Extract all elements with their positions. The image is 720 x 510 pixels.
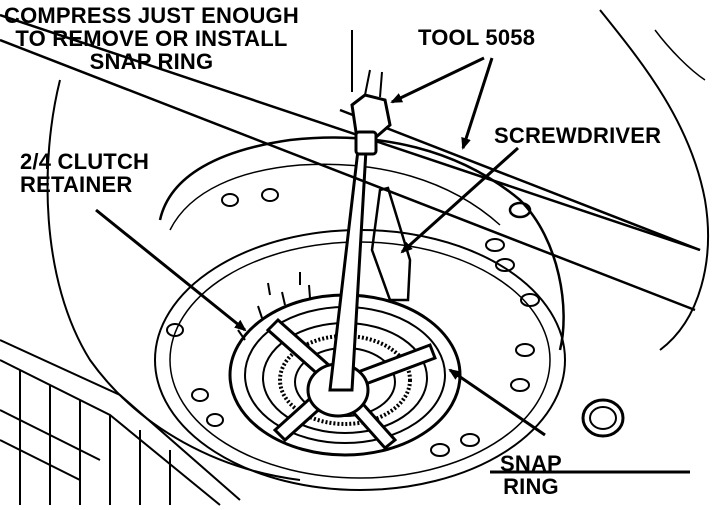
callout-snap-ring: SNAP RING: [500, 452, 562, 498]
tool-5058-rod: [328, 148, 368, 392]
callout-compress-line1: COMPRESS JUST ENOUGH: [4, 3, 299, 28]
arrow-retainer: [95, 208, 247, 332]
compressor-arms: [265, 317, 437, 451]
callout-tool-label: TOOL 5058: [418, 25, 536, 50]
tool-hex-nut: [350, 69, 392, 156]
callout-compress-line3: SNAP RING: [89, 49, 214, 74]
arrow-tool-to-nut: [390, 56, 485, 104]
arrow-tool-to-bar: [461, 57, 494, 150]
callout-retainer: 2/4 CLUTCH RETAINER: [20, 150, 149, 196]
arrow-screwdriver: [400, 146, 520, 254]
callout-arrows: [95, 30, 546, 437]
callout-compress-line2: TO REMOVE OR INSTALL: [15, 26, 288, 51]
callout-tool: TOOL 5058: [418, 26, 535, 49]
callout-snap-ring-line1: SNAP: [500, 451, 562, 476]
case-plug: [581, 398, 625, 438]
callout-snap-ring-line2: RING: [503, 474, 559, 499]
oil-pan-grid: [0, 339, 241, 506]
callout-screwdriver-label: SCREWDRIVER: [494, 123, 662, 148]
callout-retainer-line2: RETAINER: [20, 172, 133, 197]
callout-retainer-line1: 2/4 CLUTCH: [20, 149, 150, 174]
transmission-case: [46, 9, 709, 491]
screwdriver-shaft: [370, 186, 412, 302]
arrow-snap-ring: [448, 368, 546, 437]
callout-screwdriver: SCREWDRIVER: [494, 124, 661, 147]
case-bolt-holes: [166, 188, 540, 457]
tool-bridge-bar: [0, 13, 701, 312]
callout-compress: COMPRESS JUST ENOUGH TO REMOVE OR INSTAL…: [4, 4, 299, 73]
